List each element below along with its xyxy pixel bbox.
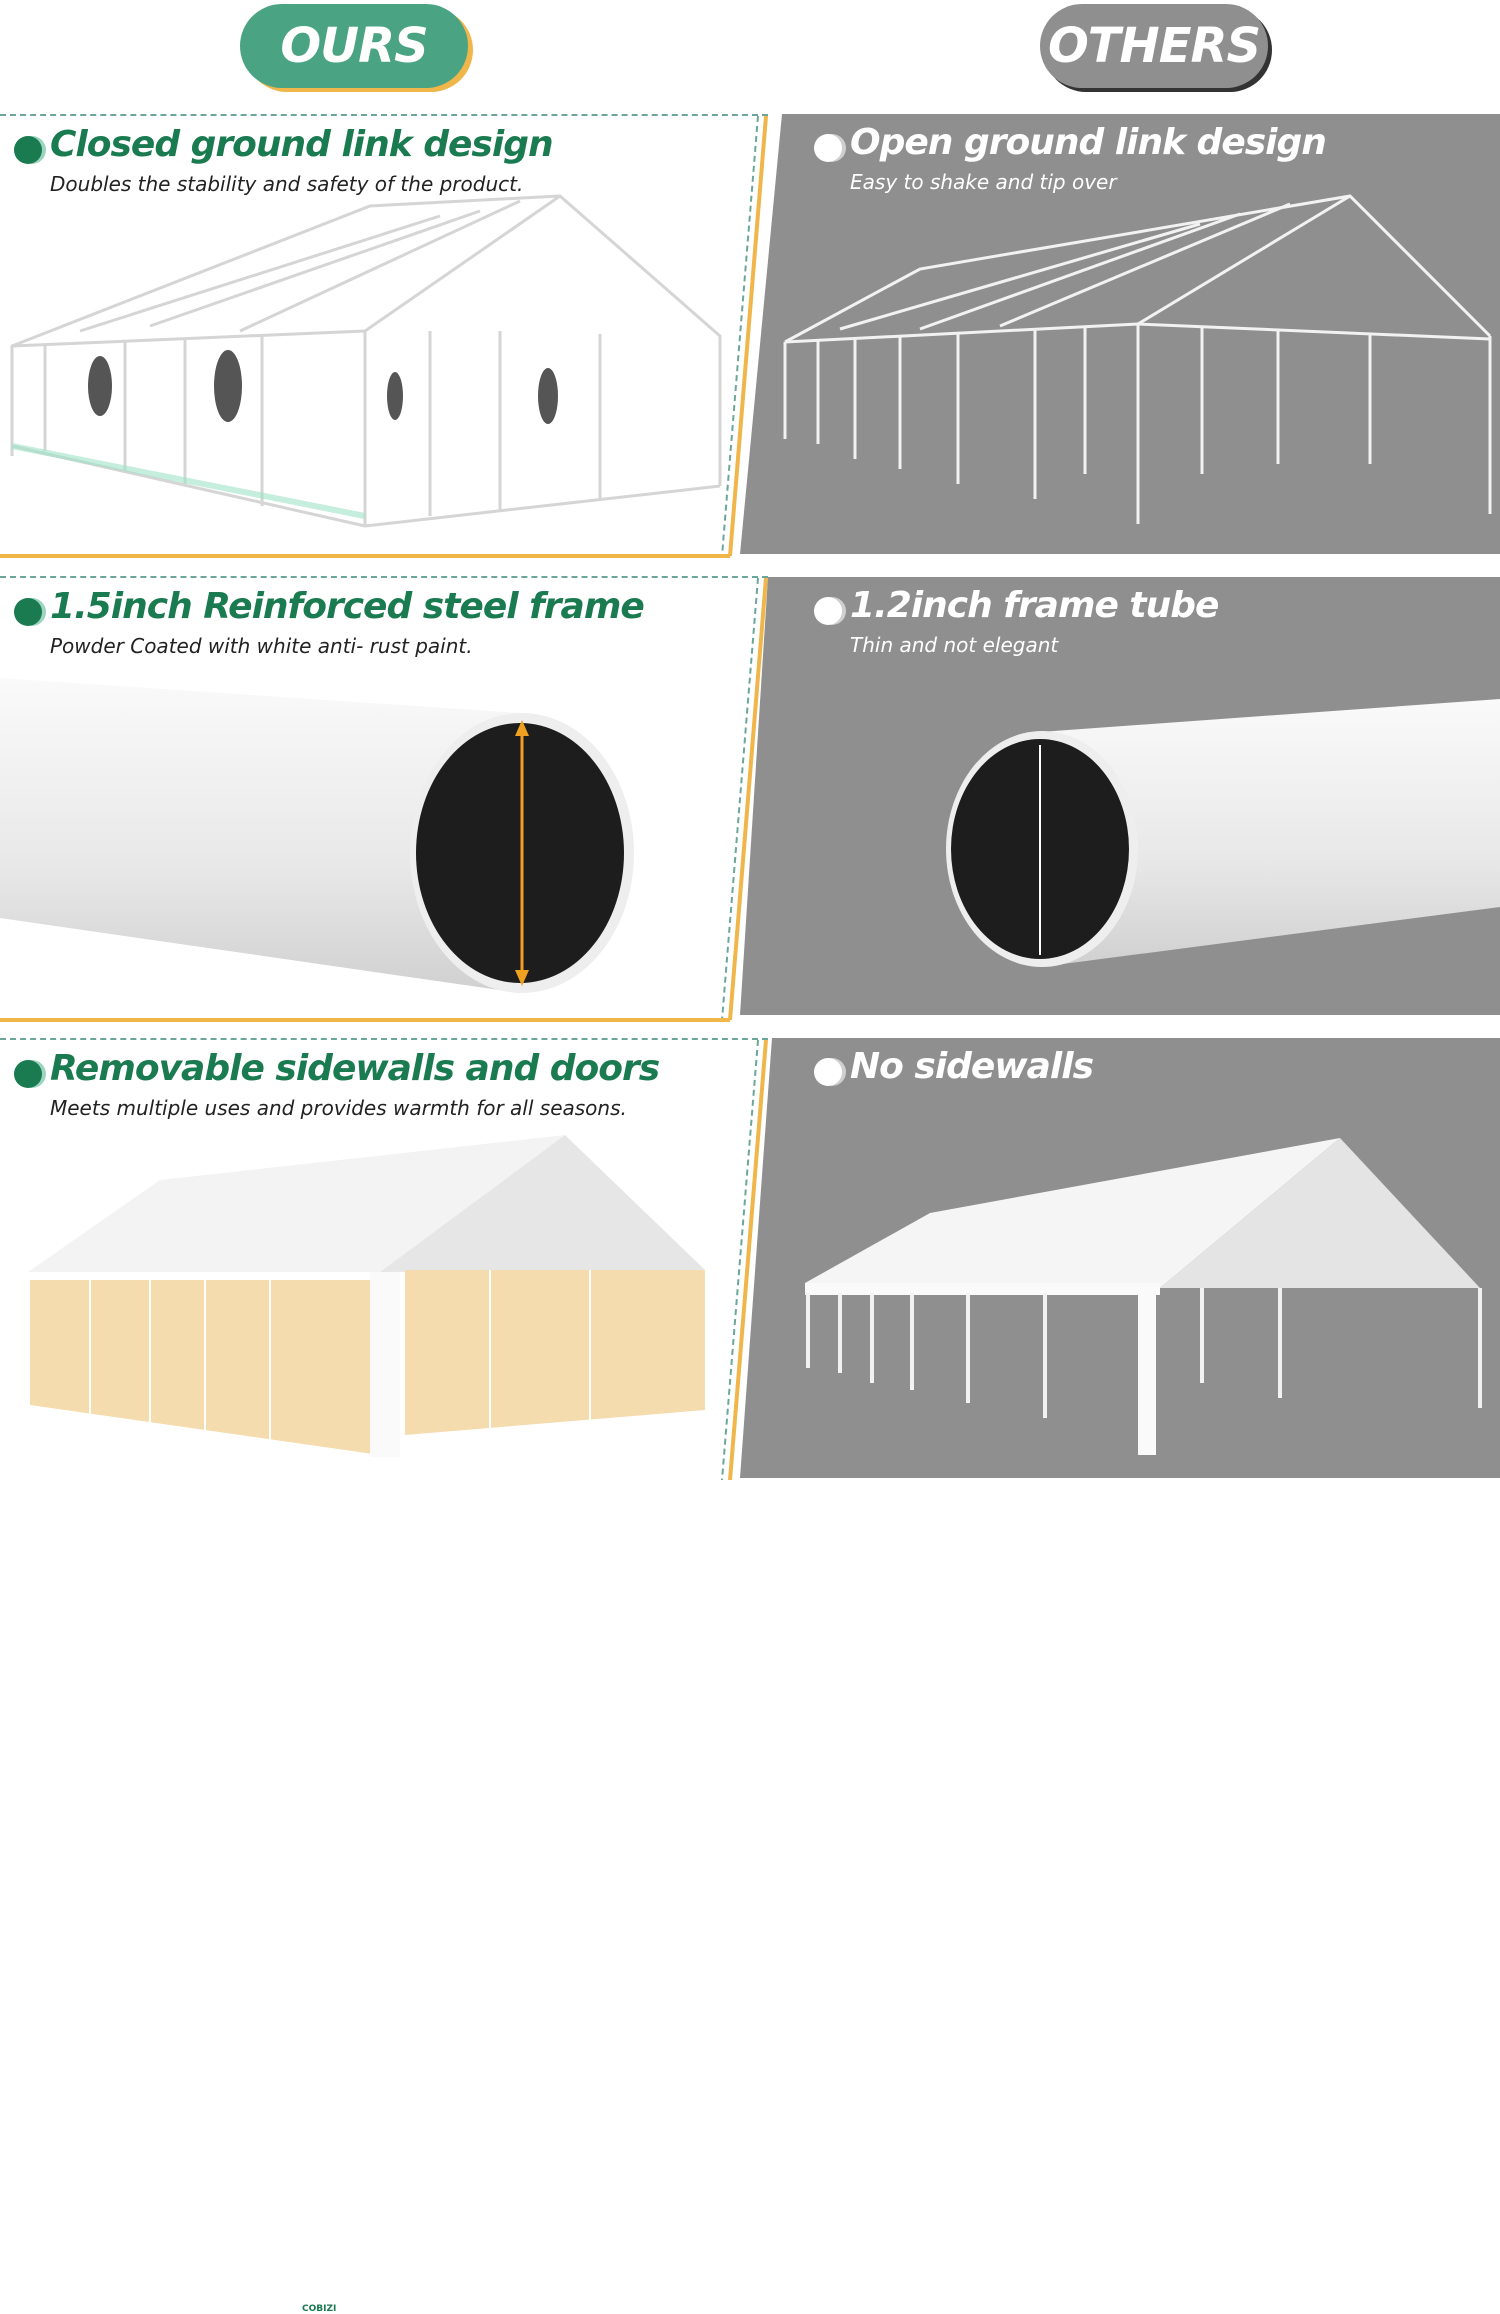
thick-tube-image xyxy=(0,578,768,1022)
others-feature-subtitle: Easy to shake and tip over xyxy=(850,170,1117,194)
others-feature-title: Open ground link design xyxy=(850,122,1327,163)
ours-badge: OURS xyxy=(240,4,468,88)
others-badge: OTHERS xyxy=(1040,4,1268,88)
others-panel-ground-link: Open ground link design Easy to shake an… xyxy=(740,114,1500,554)
brand-logo: COBIZI xyxy=(302,2304,337,2314)
ours-feature-title: 1.5inch Reinforced steel frame xyxy=(50,586,645,627)
ours-panel-ground-link: Closed ground link design Doubles the st… xyxy=(0,114,768,558)
ours-panel-steel-frame: 1.5inch Reinforced steel frame Powder Co… xyxy=(0,576,768,1022)
tent-frame-open-image xyxy=(783,194,1492,524)
others-panel-frame-tube: 1.2inch frame tube Thin and not elegant xyxy=(740,577,1500,1015)
bullet-icon xyxy=(814,597,842,625)
ours-feature-title: Removable sidewalls and doors xyxy=(50,1048,660,1089)
others-feature-subtitle: Thin and not elegant xyxy=(850,633,1059,657)
bullet-icon xyxy=(814,1058,842,1086)
others-feature-title: 1.2inch frame tube xyxy=(850,585,1219,626)
ours-feature-subtitle: Powder Coated with white anti- rust pain… xyxy=(50,634,473,658)
tent-with-sidewalls-image xyxy=(28,1040,768,1480)
tent-frame-with-people-image xyxy=(0,116,768,558)
ours-feature-title: Closed ground link design xyxy=(50,124,554,165)
bullet-icon xyxy=(14,598,42,626)
others-feature-title: No sidewalls xyxy=(850,1046,1094,1087)
tent-without-sidewalls-image xyxy=(805,1138,1482,1455)
others-panel-no-sidewalls: No sidewalls xyxy=(740,1038,1500,1478)
ours-feature-subtitle: Meets multiple uses and provides warmth … xyxy=(50,1096,627,1120)
ours-feature-subtitle: Doubles the stability and safety of the … xyxy=(50,172,524,196)
thin-tube-image xyxy=(946,699,1500,967)
bullet-icon xyxy=(814,134,842,162)
ours-panel-sidewalls: COBIZI Removable sidewalls and doors Mee… xyxy=(0,1038,768,2314)
bullet-icon xyxy=(14,1060,42,1088)
bullet-icon xyxy=(14,136,42,164)
